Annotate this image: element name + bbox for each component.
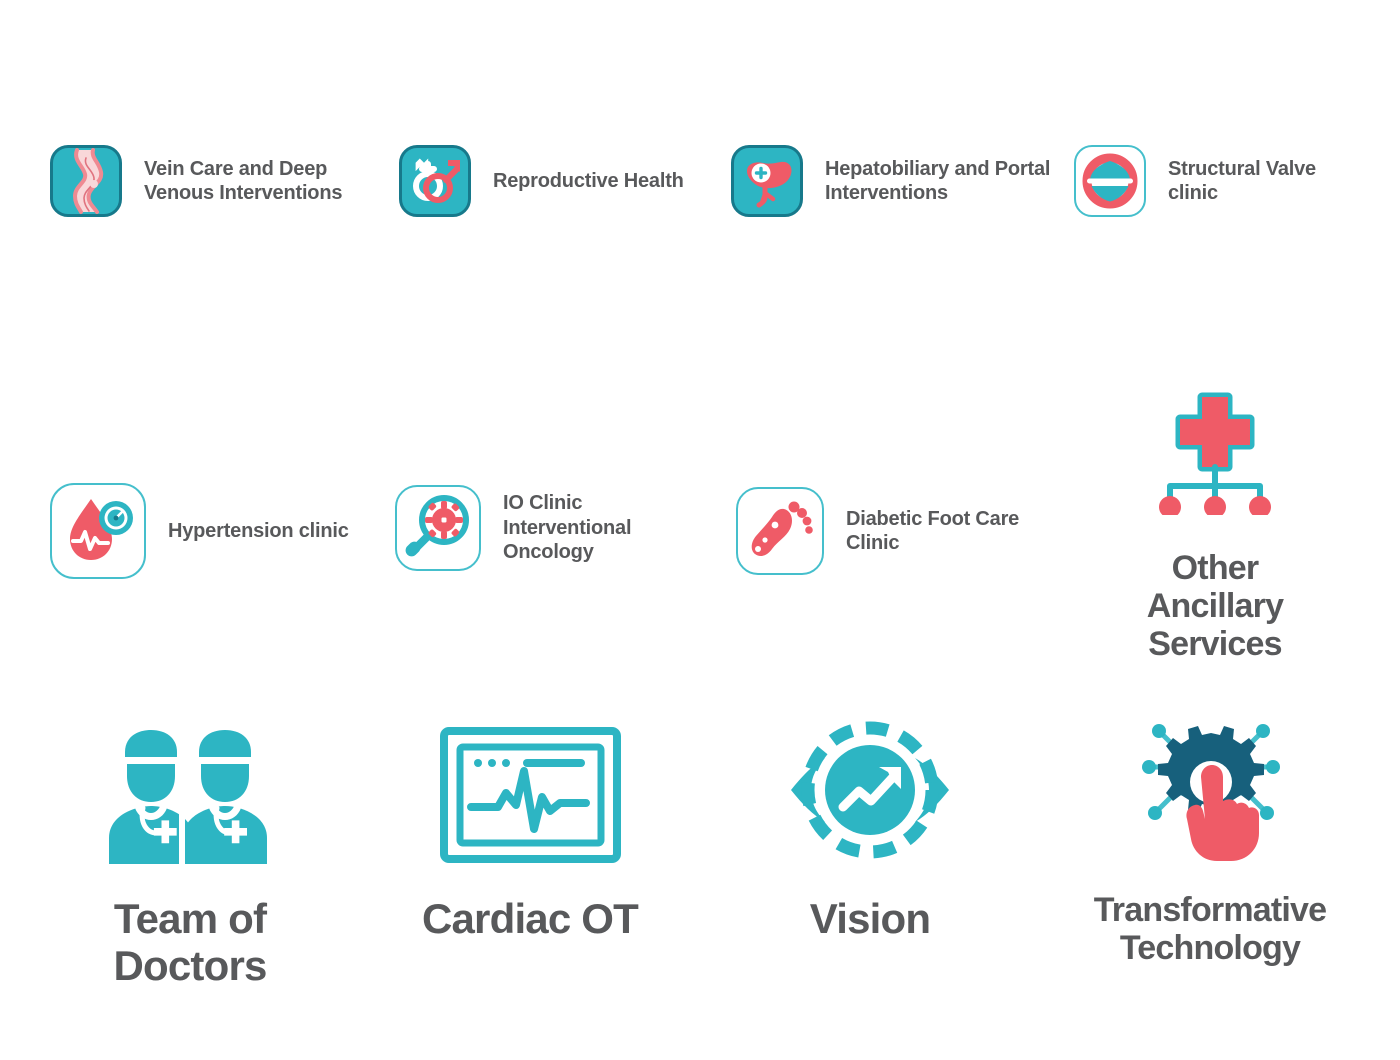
medical-cross-hierarchy-icon <box>1140 385 1290 515</box>
service-label: Vision <box>809 895 931 942</box>
service-label: Structural Valve clinic <box>1168 157 1316 204</box>
service-item-diabetic-foot[interactable]: Diabetic Foot Care Clinic <box>736 487 1042 575</box>
service-label: Vein Care and Deep Venous Interventions <box>144 157 343 204</box>
service-label: Other Ancillary Services <box>1146 549 1284 664</box>
gender-symbols-icon <box>399 145 471 217</box>
service-item-vein-care[interactable]: Vein Care and Deep Venous Interventions <box>50 145 374 217</box>
service-item-transformative-technology[interactable]: Transformative Technology <box>1065 715 1355 967</box>
service-item-team-of-doctors[interactable]: Team of Doctors <box>80 715 300 989</box>
service-label: Reproductive Health <box>493 169 684 192</box>
service-label: Diabetic Foot Care Clinic <box>846 507 1020 554</box>
service-item-vision[interactable]: Vision <box>760 715 980 942</box>
service-item-other-ancillary-services[interactable]: Other Ancillary Services <box>1100 385 1330 663</box>
service-label: Transformative Technology <box>1093 891 1327 968</box>
magnifier-cell-icon <box>395 485 481 571</box>
gear-hand-tap-icon <box>1125 715 1295 865</box>
heart-valve-icon <box>1074 145 1146 217</box>
two-doctors-icon <box>103 715 278 865</box>
ecg-monitor-icon <box>438 715 623 865</box>
service-label: IO Clinic Interventional Oncology <box>503 492 632 564</box>
service-item-reproductive-health[interactable]: Reproductive Health <box>399 145 684 217</box>
footprint-icon <box>736 487 824 575</box>
service-label: Hypertension clinic <box>168 519 349 542</box>
blood-drop-gauge-icon <box>50 483 146 579</box>
eye-growth-arrow-icon <box>785 715 955 865</box>
vein-icon <box>50 145 122 217</box>
service-label: Hepatobiliary and Portal Interventions <box>825 157 1051 204</box>
service-label: Team of Doctors <box>113 895 267 990</box>
service-label: Cardiac OT <box>421 895 639 942</box>
service-item-cardiac-ot[interactable]: Cardiac OT <box>395 715 665 942</box>
service-item-io-clinic[interactable]: IO Clinic Interventional Oncology <box>395 485 699 571</box>
liver-icon <box>731 145 803 217</box>
service-item-hypertension[interactable]: Hypertension clinic <box>50 483 349 579</box>
service-item-hepatobiliary[interactable]: Hepatobiliary and Portal Interventions <box>731 145 1055 217</box>
service-item-structural-valve[interactable]: Structural Valve clinic <box>1074 145 1364 217</box>
